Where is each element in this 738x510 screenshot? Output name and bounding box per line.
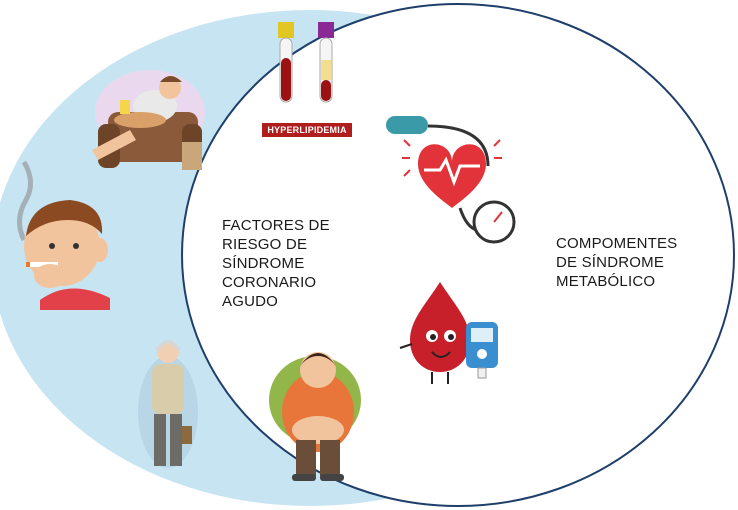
hyperlipidemia-badge: HYPERLIPIDEMIA [262, 123, 352, 137]
metabolic-syndrome-title-line: METABÓLICO [556, 273, 656, 290]
obese-man-icon [269, 352, 361, 481]
risk-factors-title-line: RIESGO DE [222, 236, 308, 253]
couch-potato-icon [92, 70, 205, 170]
risk-factors-title-line: AGUDO [222, 293, 279, 310]
metabolic-syndrome-title-line: COMPOMENTES [556, 235, 678, 252]
risk-factors-title-line: SÍNDROME [222, 255, 305, 272]
smoking-man-icon [17, 160, 110, 310]
metabolic-syndrome-title: COMPOMENTES DE SÍNDROME METABÓLICO [556, 234, 677, 291]
risk-factors-title-line: CORONARIO [222, 274, 317, 291]
risk-factors-title: FACTORES DE RIESGO DE SÍNDROME CORONARIO… [222, 216, 330, 311]
risk-factors-title-line: FACTORES DE [222, 217, 330, 234]
blood-drop-glucometer-icon [399, 282, 498, 384]
heart-pressure-gauge-icon [386, 116, 516, 244]
metabolic-syndrome-title-line: DE SÍNDROME [556, 254, 665, 271]
elderly-man-icon [138, 340, 198, 468]
blood-tubes-icon [278, 22, 334, 103]
